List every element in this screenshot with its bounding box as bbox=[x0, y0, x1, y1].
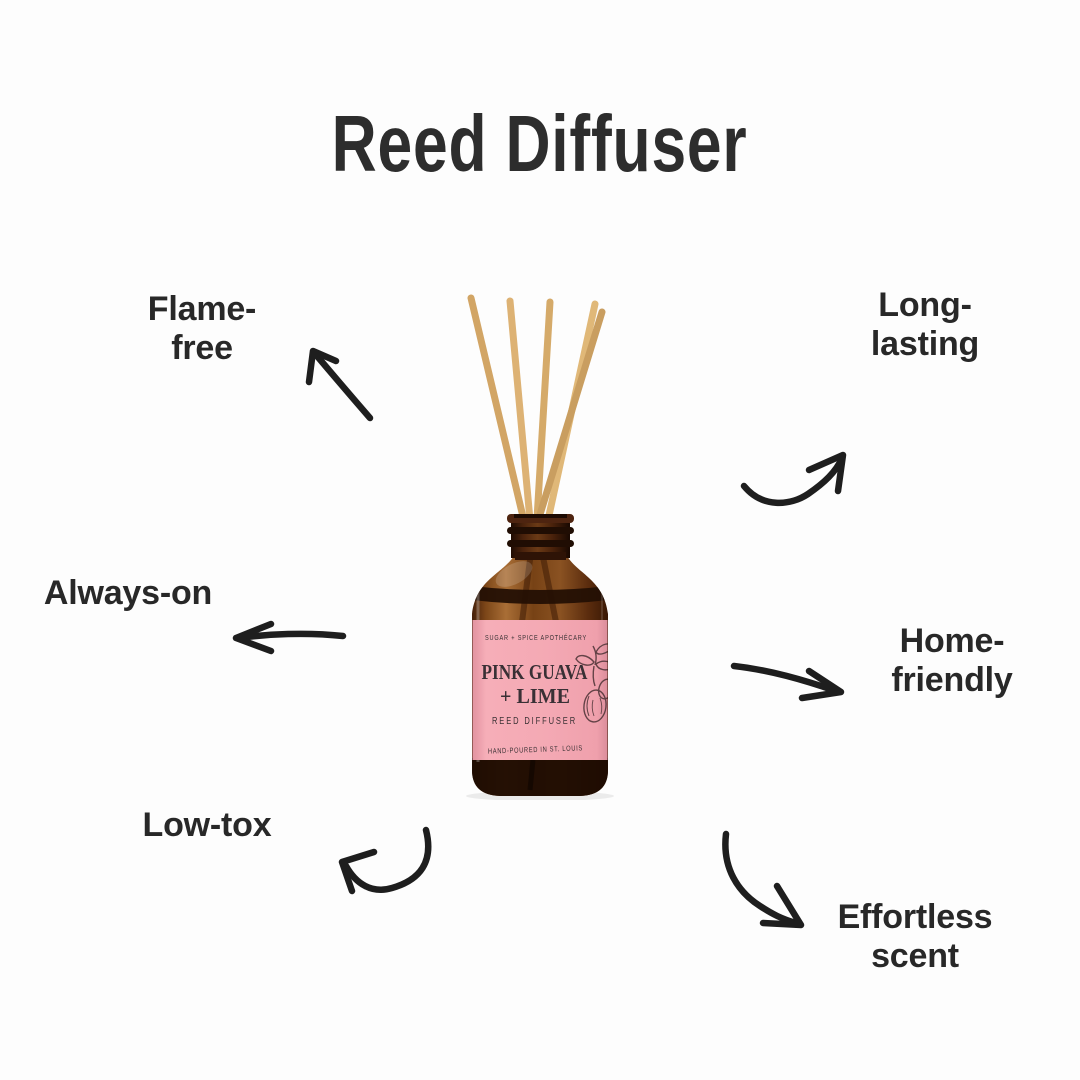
arrow-long-lasting-icon bbox=[740, 451, 847, 507]
feature-label-home-friendly: Home- friendly bbox=[830, 622, 1074, 700]
feature-label-flame-free: Flame- free bbox=[80, 290, 324, 368]
product-label: SUGAR + SPICE APOTHÉCARY PINK GUAVA + LI… bbox=[472, 620, 608, 760]
feature-line: Effortless bbox=[837, 898, 993, 936]
feature-label-low-tox: Low-tox bbox=[85, 806, 329, 845]
origin-text: HAND-POURED IN ST. LOUIS bbox=[488, 743, 583, 755]
scent-name-line1: PINK GUAVA bbox=[482, 660, 589, 684]
feature-line: free bbox=[171, 329, 233, 367]
feature-line: Low-tox bbox=[142, 806, 272, 844]
bottle-neck bbox=[507, 514, 574, 560]
brand-text: SUGAR + SPICE APOTHÉCARY bbox=[485, 633, 587, 642]
feature-line: Flame- bbox=[147, 290, 257, 328]
feature-line: Long- bbox=[878, 286, 972, 324]
reed-diffuser-product-photo: SUGAR + SPICE APOTHÉCARY PINK GUAVA + LI… bbox=[466, 294, 614, 800]
feature-label-always-on: Always-on bbox=[6, 574, 250, 613]
feature-line: friendly bbox=[891, 661, 1013, 699]
feature-label-effortless-scent: Effortless scent bbox=[793, 898, 1037, 976]
feature-line: scent bbox=[871, 937, 959, 975]
product-type-text: REED DIFFUSER bbox=[492, 716, 577, 727]
feature-line: lasting bbox=[870, 325, 980, 363]
arrow-effortless-scent-icon bbox=[722, 830, 805, 929]
arrow-flame-free-icon bbox=[305, 347, 374, 422]
feature-label-long-lasting: Long- lasting bbox=[803, 286, 1047, 364]
feature-line: Home- bbox=[899, 622, 1005, 660]
page-title: Reed Diffuser bbox=[0, 98, 1080, 190]
guava-illustration-icon bbox=[575, 643, 608, 723]
reed-sticks bbox=[467, 294, 606, 525]
scent-name-line2: + LIME bbox=[500, 684, 570, 708]
arrow-always-on-icon bbox=[232, 620, 347, 655]
arrow-home-friendly-icon bbox=[730, 662, 845, 702]
arrow-low-tox-icon bbox=[338, 826, 432, 895]
feature-line: Always-on bbox=[43, 574, 213, 612]
page-title-text: Reed Diffuser bbox=[332, 99, 748, 188]
